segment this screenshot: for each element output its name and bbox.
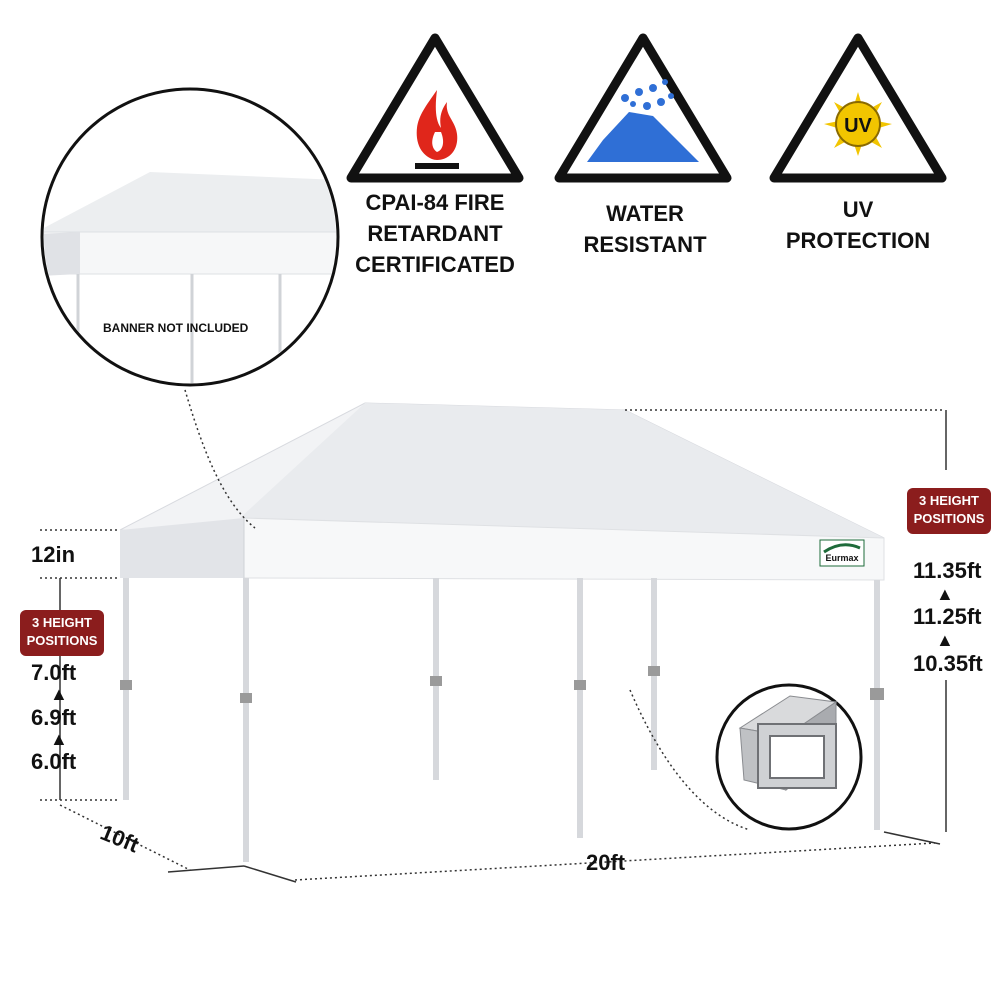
uv-feature-label: UV PROTECTION [785,197,931,253]
right-height-value-2: 11.25ft [913,604,982,629]
left-height-positions-badge: 3 HEIGHT POSITIONS [20,610,104,656]
uv-icon-text: UV [844,115,872,137]
fire-warning-icon [346,33,524,183]
right-height-value-1: 11.35ft [913,558,982,583]
water-warning-icon [554,33,732,183]
right-height-positions-badge: 3 HEIGHT POSITIONS [907,488,991,534]
left-height-value-1: 7.0ft [31,660,77,685]
brand-logo-text: Eurmax [825,553,858,563]
left-height-value-2: 6.9ft [31,705,77,730]
up-arrow-icon: ▲ [936,584,954,604]
left-valance [120,518,244,578]
up-arrow-icon: ▲ [50,684,68,704]
up-arrow-icon: ▲ [50,729,68,749]
uv-sun-warning-icon: UV [769,33,947,183]
valance-height-label: 12in [31,542,76,567]
water-feature-label: WATER RESISTANT [583,201,707,257]
width-label: 20ft [586,850,626,875]
banner-not-included-note: BANNER NOT INCLUDED [103,321,249,335]
left-height-value-3: 6.0ft [31,749,77,774]
right-height-value-3: 10.35ft [913,651,983,676]
fire-feature-label: CPAI-84 FIRE RETARDANT CERTIFICATED [355,190,515,277]
up-arrow-icon: ▲ [936,630,954,650]
